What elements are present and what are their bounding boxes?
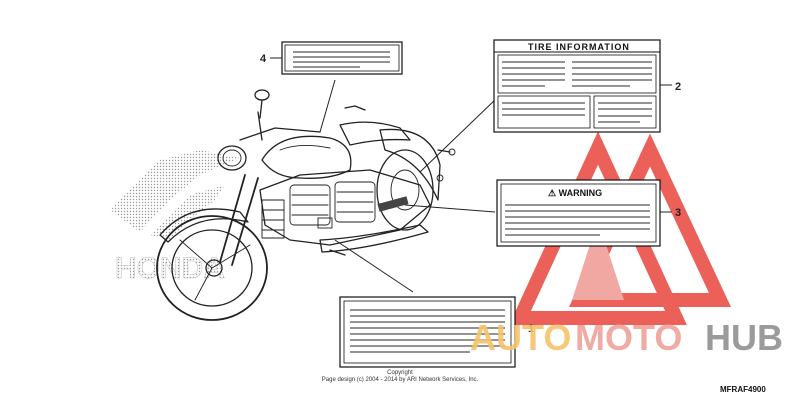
watermark-hub: HUB xyxy=(705,317,783,358)
part-code: MFRAF4900 xyxy=(720,385,766,394)
copyright-line-1: Copyright xyxy=(387,370,413,376)
label-4-sticker xyxy=(281,41,403,75)
callout-3: 3 xyxy=(675,207,681,219)
tire-information-label: TIRE INFORMATION xyxy=(493,39,661,133)
warning-label: ⚠ WARNING xyxy=(496,179,661,247)
honda-wing-logo: HONDA xyxy=(110,150,240,285)
callout-2: 2 xyxy=(675,81,681,93)
copyright-line-2: Page design (c) 2004 - 2014 by ARI Netwo… xyxy=(322,377,479,383)
callout-4: 4 xyxy=(260,53,267,65)
leader-lines xyxy=(270,57,672,293)
label-1-sticker xyxy=(339,296,516,368)
watermark-auto: AUTO xyxy=(470,317,571,358)
callout-1: 1 xyxy=(528,323,534,335)
honda-logo-text: HONDA xyxy=(115,252,225,285)
tire-information-title: TIRE INFORMATION xyxy=(528,42,630,52)
warning-title: ⚠ WARNING xyxy=(548,188,602,198)
watermark-text: AUTO MOTO HUB xyxy=(470,317,783,358)
motorcycle-drawing xyxy=(156,89,456,321)
watermark-moto: MOTO xyxy=(575,317,682,358)
